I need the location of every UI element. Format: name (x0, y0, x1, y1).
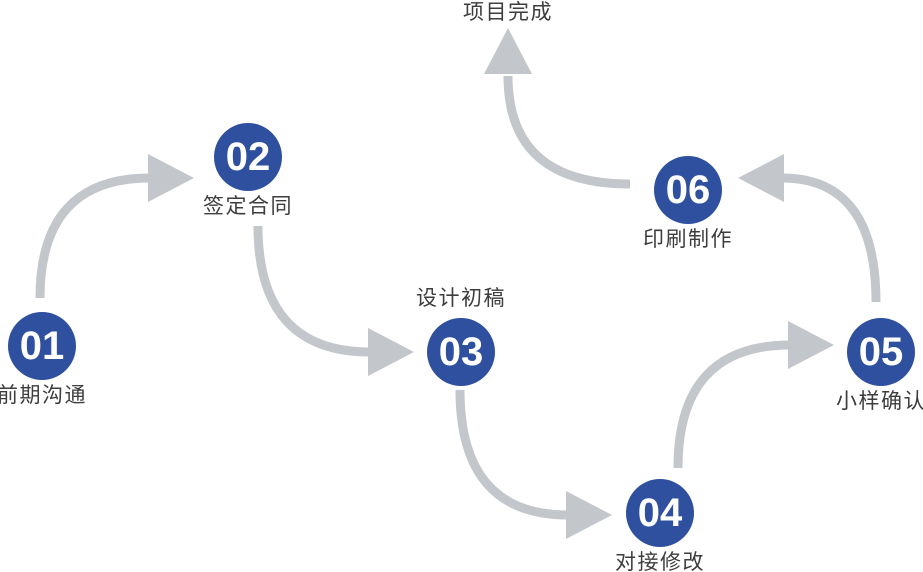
step-number-6: 06 (665, 168, 711, 212)
arrowhead-right-icon (788, 321, 834, 369)
step-circle-5: 05 (847, 318, 915, 386)
step-circle-2: 02 (214, 123, 282, 191)
step-node-3: 03 设计初稿 (416, 288, 505, 386)
step-circle-1: 01 (8, 312, 76, 380)
arrow-step6-to-finish (484, 28, 631, 189)
step-number-5: 05 (858, 330, 904, 374)
step-node-6: 06 印刷制作 (643, 156, 732, 250)
step-node-1: 01 前期沟通 (0, 312, 86, 406)
step-circle-4: 04 (626, 479, 694, 547)
arrowhead-right-icon (148, 154, 194, 202)
arrow-step4-to-step5 (673, 321, 834, 469)
step-node-4: 04 对接修改 (615, 479, 704, 572)
arrowhead-left-icon (738, 154, 784, 202)
step-label-3: 设计初稿 (416, 287, 506, 310)
step-number-1: 01 (19, 324, 65, 368)
arrowhead-right-icon (368, 328, 414, 376)
step-label-2: 签定合同 (203, 195, 293, 218)
step-label-1: 前期沟通 (0, 384, 87, 407)
arrow-step1-to-step2 (35, 154, 194, 299)
step-number-4: 04 (637, 491, 683, 535)
step-label-4: 对接修改 (615, 551, 705, 572)
arrowhead-right-icon (566, 491, 612, 539)
step-number-3: 03 (438, 330, 484, 374)
step-node-2: 02 签定合同 (203, 123, 292, 217)
step-number-2: 02 (225, 135, 271, 179)
step-circle-6: 06 (654, 156, 722, 224)
step-node-5: 05 小样确认 (836, 318, 923, 412)
arrow-step5-to-step6 (738, 154, 881, 303)
step-label-6: 印刷制作 (643, 228, 733, 251)
step-circle-3: 03 (427, 318, 495, 386)
arrow-step2-to-step3 (253, 225, 414, 376)
finish-label: 项目完成 (463, 1, 553, 24)
step-label-5: 小样确认 (836, 390, 923, 413)
arrow-step3-to-step4 (455, 389, 612, 539)
arrowhead-up-icon (484, 28, 532, 74)
